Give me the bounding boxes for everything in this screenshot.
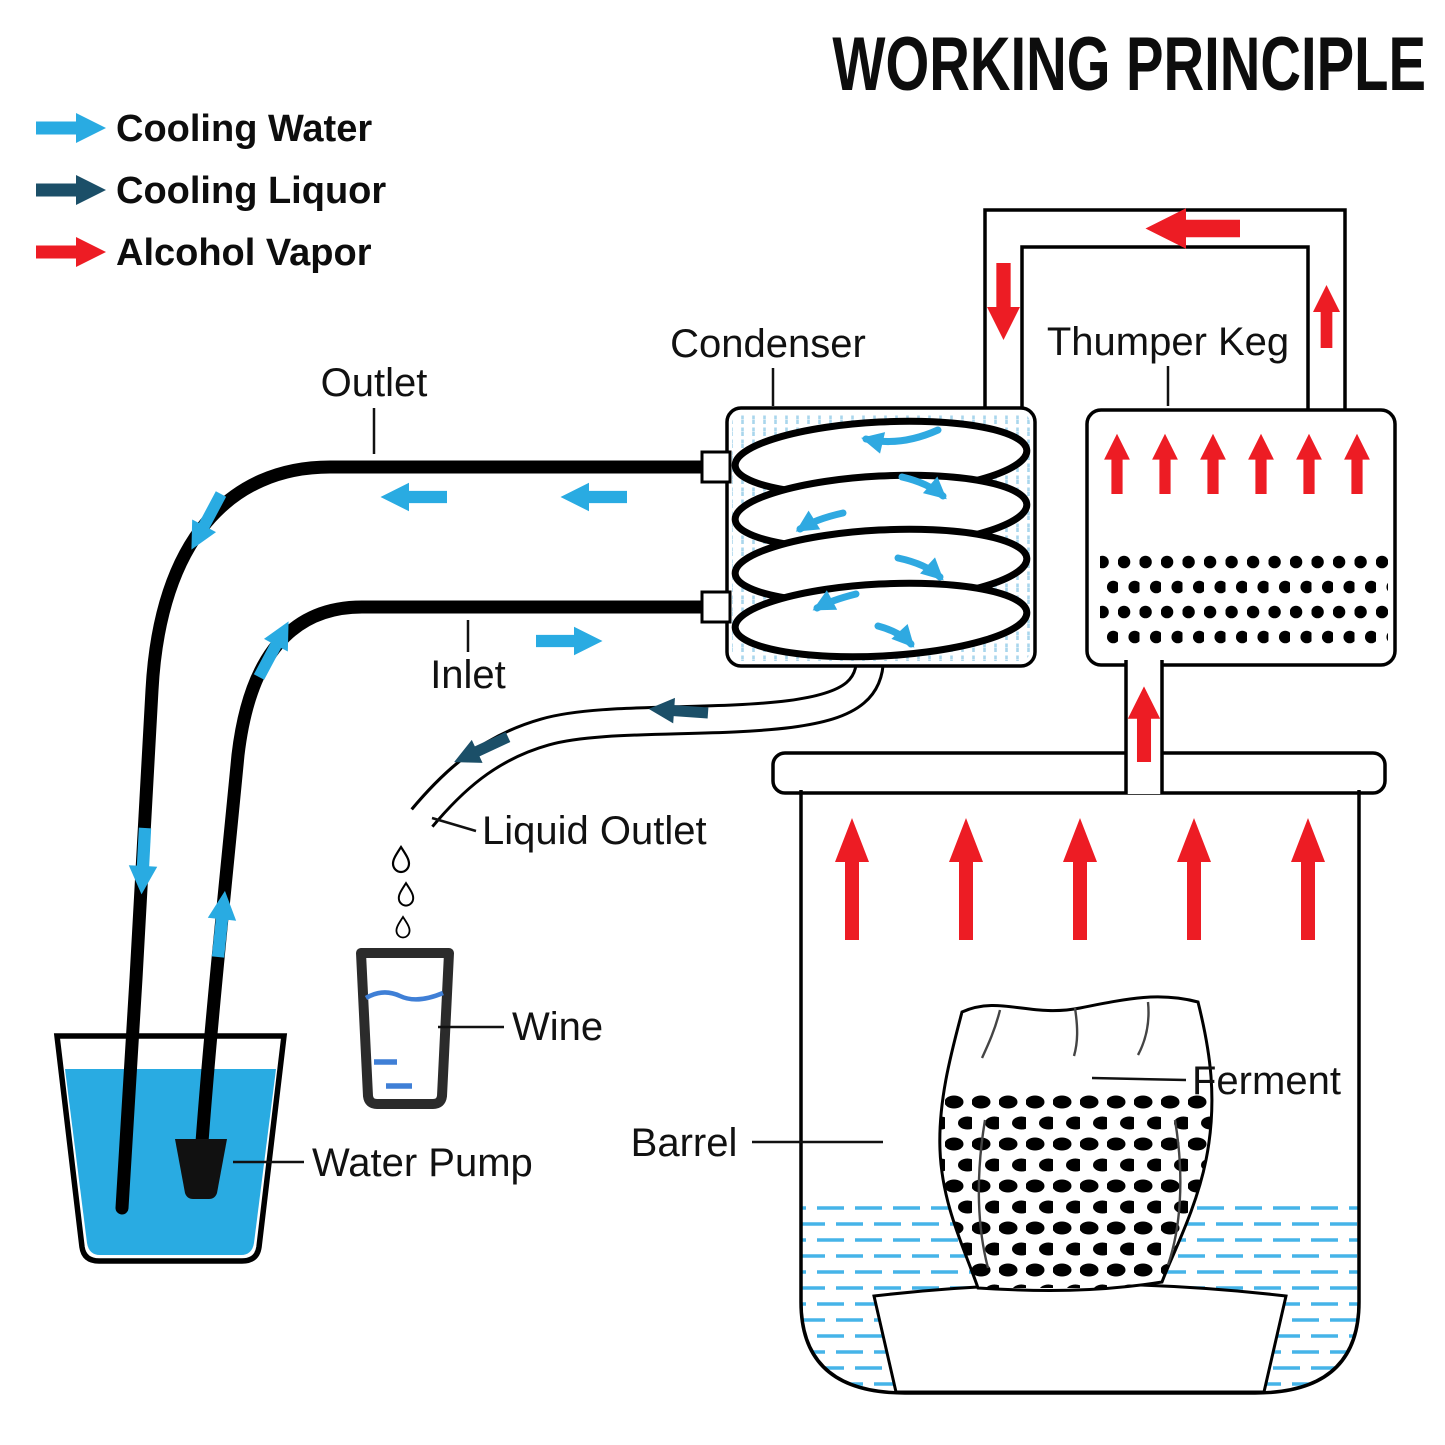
condenser-box-border <box>725 406 1037 668</box>
label-water-pump: Water Pump <box>312 1141 533 1185</box>
wine-output <box>356 844 454 1109</box>
liquid-tube-inner <box>410 637 882 829</box>
water-bucket <box>53 1033 288 1264</box>
label-outlet: Outlet <box>321 361 428 405</box>
outlet-flow-arrow-icon <box>560 482 627 512</box>
labels: Condenser Thumper Keg Outlet Inlet Liqui… <box>233 320 1341 1185</box>
thumper-dots <box>1100 555 1388 650</box>
legend-label-cooling-water: Cooling Water <box>116 108 372 150</box>
barrel-contents <box>801 818 1359 1393</box>
barrel-lid <box>771 751 1387 795</box>
label-liquid-outlet: Liquid Outlet <box>482 809 707 853</box>
droplets <box>391 844 415 939</box>
label-wine: Wine <box>512 1005 603 1049</box>
pedestal <box>872 1282 1288 1393</box>
inlet-flow-arrow-icon <box>536 626 603 656</box>
outlet-fitting <box>700 450 732 484</box>
thumper-keg <box>1085 408 1397 667</box>
cooling-water-arrow-icon <box>36 113 106 143</box>
vapor-pipe-outline <box>983 208 1347 414</box>
inlet-tube <box>195 600 736 1149</box>
cooling-tubes <box>115 460 736 1215</box>
cooling-liquor-arrow-icon <box>36 175 106 205</box>
legend: Cooling Water Cooling Liquor Alcohol Vap… <box>36 108 386 274</box>
label-thumper-keg: Thumper Keg <box>1047 320 1289 364</box>
page-title: WORKING PRINCIPLE <box>832 22 1426 107</box>
condenser <box>700 406 1037 668</box>
outlet-down-arrow-icon <box>127 827 160 896</box>
label-ferment: Ferment <box>1192 1059 1341 1103</box>
water-pump-body <box>175 1139 227 1199</box>
vapor-pipe-top <box>983 208 1347 414</box>
barrel <box>771 660 1387 1395</box>
inlet-fitting <box>700 590 732 624</box>
liquid-outlet-tube <box>410 637 885 829</box>
wine-glass <box>356 948 454 1109</box>
legend-label-cooling-liquor: Cooling Liquor <box>116 170 386 212</box>
leader-liquid-outlet <box>431 816 477 833</box>
outlet-flow-arrow-icon <box>380 482 447 512</box>
outlet-tube <box>115 460 736 1215</box>
barrel-body-border <box>799 790 1361 1395</box>
legend-label-alcohol-vapor: Alcohol Vapor <box>116 232 372 274</box>
ferment-bag-creases <box>977 1001 1182 1269</box>
title-text: WORKING PRINCIPLE <box>832 22 1426 107</box>
wine-surface-line <box>364 990 444 1002</box>
label-inlet: Inlet <box>430 653 506 697</box>
label-condenser: Condenser <box>670 322 866 366</box>
leader-ferment <box>1091 1076 1187 1082</box>
inlet-up-arrow-icon <box>203 889 240 959</box>
label-barrel: Barrel <box>631 1121 738 1165</box>
condenser-flow-arrows <box>795 426 947 648</box>
alcohol-vapor-arrow-icon <box>36 237 106 267</box>
